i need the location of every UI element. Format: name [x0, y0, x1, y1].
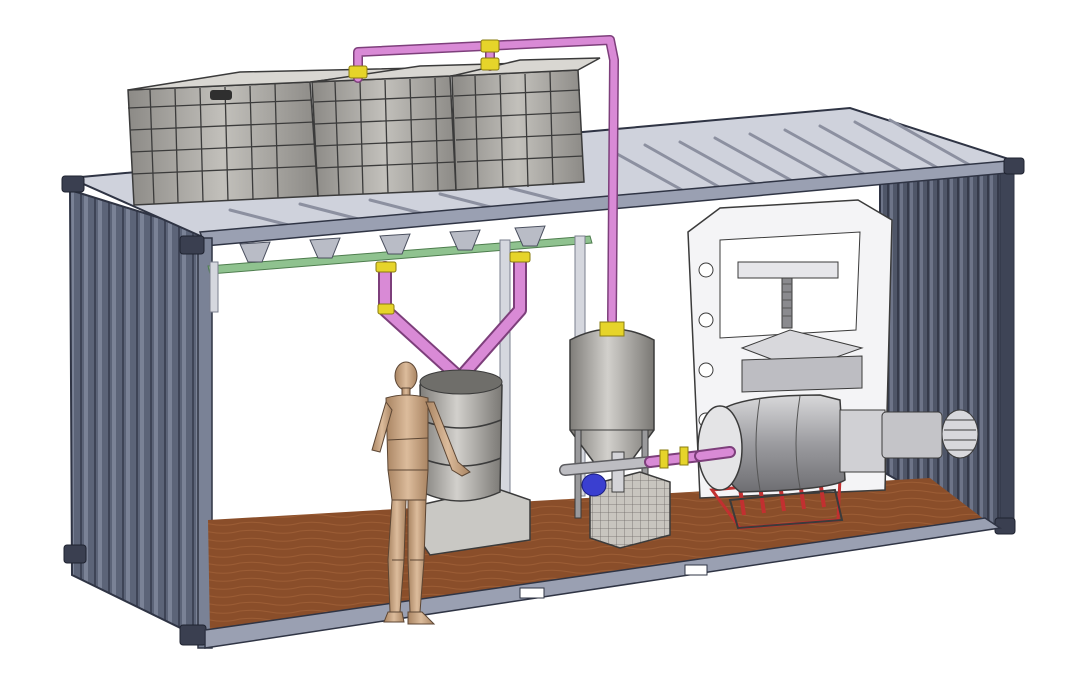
motor-blue	[581, 473, 607, 497]
right-end-wall	[879, 166, 1012, 530]
ibc-tank	[451, 57, 601, 191]
mixing-drum	[419, 369, 531, 556]
gear-motor	[941, 409, 979, 459]
pump	[559, 446, 706, 549]
rotary-drum-reactor	[694, 394, 979, 530]
human-mannequin	[371, 361, 471, 625]
left-end-wall	[68, 188, 206, 642]
transfer-pipe	[348, 35, 619, 325]
ibc-tank	[127, 67, 421, 206]
conical-vessel	[569, 321, 655, 519]
